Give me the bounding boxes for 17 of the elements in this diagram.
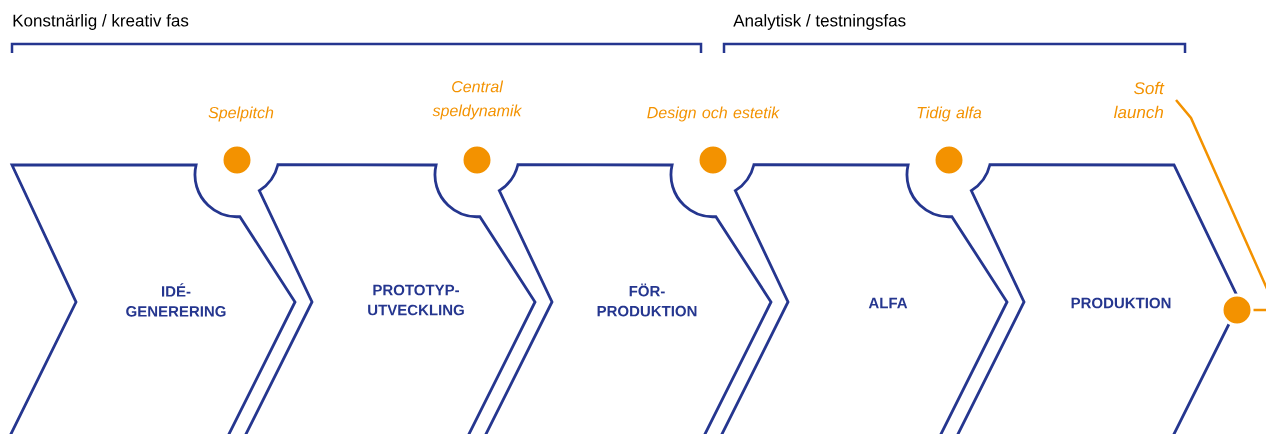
chevron-box: ALFA	[717, 163, 1009, 434]
milestone-dot	[932, 143, 966, 177]
milestone-dot	[220, 143, 254, 177]
milestone-label: Soft launch	[1114, 81, 1165, 119]
phase-label: Analytisk / testningsfas	[733, 14, 906, 30]
milestone-label: Design och estetik	[647, 106, 780, 122]
leader-line	[1175, 99, 1266, 312]
milestone-label: Spelpitch	[208, 106, 274, 122]
chevron-box: IDÉ- GENERERING	[6, 163, 297, 434]
milestone-label: Tidig alfa	[917, 106, 982, 122]
chevron-box: PROTOTYP- UTVECKLING	[241, 163, 537, 434]
milestone-dot	[696, 143, 730, 177]
milestone-label: Central speldynamik	[432, 80, 523, 120]
phase-label: Konstnärlig / kreativ fas	[13, 14, 189, 30]
milestone-dot	[460, 143, 494, 177]
milestone-dot	[1220, 293, 1254, 327]
chevron-box: FÖR- PRODUKTION	[481, 163, 773, 434]
